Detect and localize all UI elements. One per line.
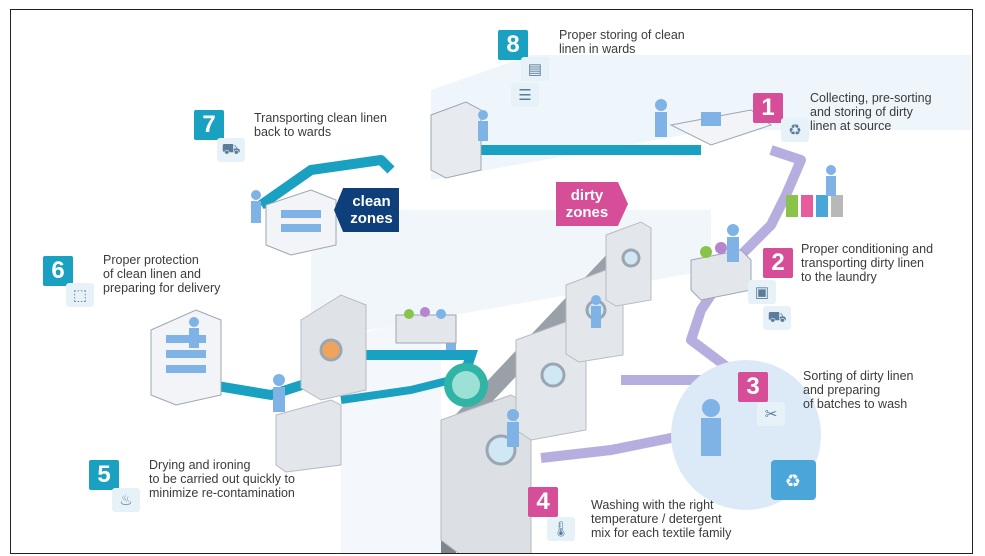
hospital-bed <box>669 109 773 146</box>
ward-cabinet <box>430 101 482 179</box>
trolley-icon: ⛟ <box>763 306 791 330</box>
step-1-badge: 1 <box>753 93 783 123</box>
step-5-badge: 5 <box>89 460 119 490</box>
step-6-label: Proper protection of clean linen and pre… <box>103 253 221 295</box>
recycle-icon: ♻ <box>781 118 809 142</box>
shelf-list-icon: ☰ <box>511 83 539 107</box>
step-5-label: Drying and ironing to be carried out qui… <box>149 458 295 500</box>
step-3-label: Sorting of dirty linen and preparing of … <box>803 369 914 411</box>
step-2-badge: 2 <box>763 248 793 278</box>
step-4-badge: 4 <box>528 487 558 517</box>
clean-path-transport <box>258 155 395 210</box>
step-7-badge: 7 <box>194 110 224 140</box>
microbe-icon-inner <box>452 371 480 399</box>
step-8-label: Proper storing of clean linen in wards <box>559 28 685 56</box>
cart-icon: ⛟ <box>217 138 245 162</box>
laundry-process-diagram: ♻ clean zones dirty zones 1 <box>10 9 973 554</box>
linen-cart <box>395 307 457 344</box>
step-6-badge: 6 <box>43 256 73 286</box>
step-7-label: Transporting clean linen back to wards <box>254 111 387 139</box>
clean-zones-label: clean zones <box>334 188 399 232</box>
step-2-label: Proper conditioning and transporting dir… <box>801 242 934 284</box>
step-4-label: Washing with the right temperature / det… <box>591 498 732 540</box>
heat-icon: ♨ <box>112 488 140 512</box>
clean-linen-cabinet <box>150 309 222 406</box>
dryer <box>300 294 367 401</box>
shelf-icon: ▤ <box>521 57 549 81</box>
scissors-icon: ✂ <box>757 402 785 426</box>
thermometer-icon: 🌡 <box>547 517 575 541</box>
transport-trolley <box>265 189 337 256</box>
box-and-trolley-icon: ▣ <box>748 280 776 304</box>
step-3-badge: 3 <box>738 372 768 402</box>
step-1-label: Collecting, pre-sorting and storing of d… <box>810 91 932 133</box>
ironing-table <box>275 399 342 473</box>
package-icon: ⬚ <box>66 283 94 307</box>
dirty-zones-label: dirty zones <box>556 182 628 226</box>
recycle-bin <box>771 460 816 500</box>
isometric-scene: ♻ <box>150 55 971 553</box>
clean-path-protection <box>206 350 313 400</box>
recycle-bin-symbol: ♻ <box>785 471 801 492</box>
clean-path-ironing <box>340 376 452 404</box>
step-8-badge: 8 <box>498 30 528 60</box>
sorting-bins <box>786 195 843 217</box>
